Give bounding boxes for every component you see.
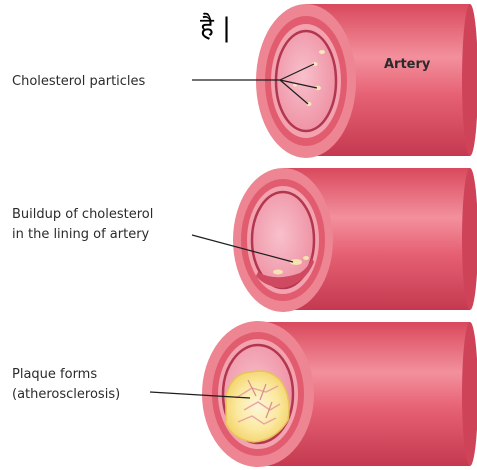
artery-plaque	[202, 321, 477, 467]
top-hindi-text: है |	[200, 12, 231, 43]
label-buildup-line-2: in the lining of artery	[12, 227, 150, 242]
artery-label: Artery	[384, 57, 431, 72]
artery-buildup	[233, 168, 477, 312]
label-cholesterol-particles: Cholesterol particles	[12, 74, 146, 89]
label-plaque-line-1: Plaque forms	[12, 367, 97, 382]
label-buildup-line-1: Buildup of cholesterol	[12, 207, 153, 222]
label-plaque-line-2: (atherosclerosis)	[12, 387, 120, 402]
plaque-mass	[226, 371, 289, 442]
artery-normal: Artery	[256, 4, 477, 158]
